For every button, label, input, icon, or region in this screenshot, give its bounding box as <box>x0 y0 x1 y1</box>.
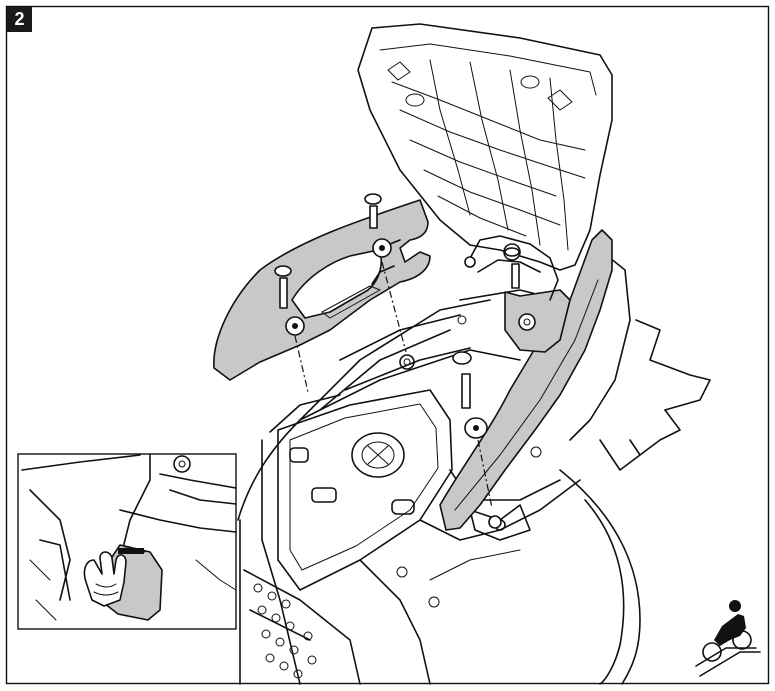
alignment-lines <box>294 261 493 509</box>
right-grab-handle <box>439 229 613 531</box>
perforated-panel <box>243 569 361 685</box>
hand-tighten-icon <box>83 551 127 607</box>
raised-seat <box>357 23 613 271</box>
step-number-badge: 2 <box>7 7 32 32</box>
detail-inset <box>17 453 237 630</box>
motorcycle-rear-frame <box>237 249 711 685</box>
motorcycle-on-stand-icon <box>695 600 761 677</box>
fasteners <box>274 193 520 529</box>
figure-border <box>5 5 770 685</box>
